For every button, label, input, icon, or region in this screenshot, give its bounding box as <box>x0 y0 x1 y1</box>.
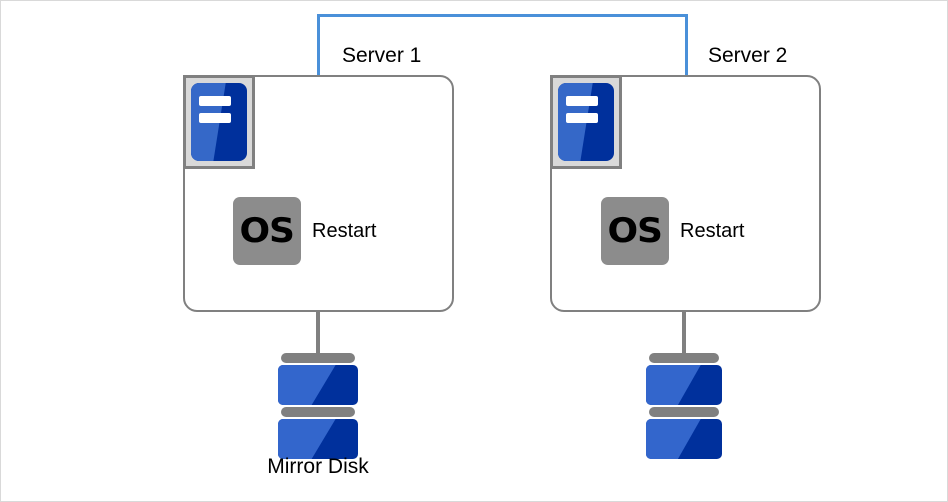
server-1-status-label: Restart <box>312 220 377 242</box>
disk-platter-1 <box>646 365 722 405</box>
disk-platter-1-highlight <box>646 365 701 405</box>
disk-bar-middle <box>649 407 719 417</box>
server-2-os-chip-text: OS <box>607 211 664 251</box>
server-1-os-chip[interactable]: OS <box>233 197 301 265</box>
server-2-label: Server 2 <box>708 44 788 67</box>
interconnect-left-segment <box>317 14 320 75</box>
server-rack-icon-body <box>558 83 614 161</box>
server-1-server-rack-icon <box>183 75 255 169</box>
disk-platter-1 <box>278 365 358 405</box>
interconnect-top-segment <box>317 14 688 17</box>
server-2-server-rack-icon <box>550 75 622 169</box>
server-1-label: Server 1 <box>342 44 422 67</box>
server-2-mirror-disk-icon[interactable] <box>646 353 722 459</box>
server-rack-icon-slot-2 <box>565 112 599 123</box>
disk-bar-top <box>649 353 719 363</box>
disk-platter-2-highlight <box>278 419 336 459</box>
server-rack-icon-slot-2 <box>198 112 232 123</box>
disk-platter-1-highlight <box>278 365 336 405</box>
server-rack-icon-slot-1 <box>565 96 599 107</box>
server-1-os-chip-text: OS <box>239 211 296 251</box>
server-rack-icon-body <box>191 83 247 161</box>
disk-platter-2-highlight <box>646 419 701 459</box>
disk-bar-top <box>281 353 355 363</box>
server-rack-icon-slot-1 <box>198 96 232 107</box>
disk-bar-middle <box>281 407 355 417</box>
server-1-disk-label: Mirror Disk <box>267 455 369 478</box>
server-2-os-chip[interactable]: OS <box>601 197 669 265</box>
interconnect-right-segment <box>685 14 688 75</box>
server-2-disk-connector <box>682 311 686 357</box>
disk-platter-2 <box>278 419 358 459</box>
server-1-disk-connector <box>316 311 320 357</box>
server-2-status-label: Restart <box>680 220 745 242</box>
server-1-mirror-disk-icon[interactable] <box>278 353 358 459</box>
disk-platter-2 <box>646 419 722 459</box>
